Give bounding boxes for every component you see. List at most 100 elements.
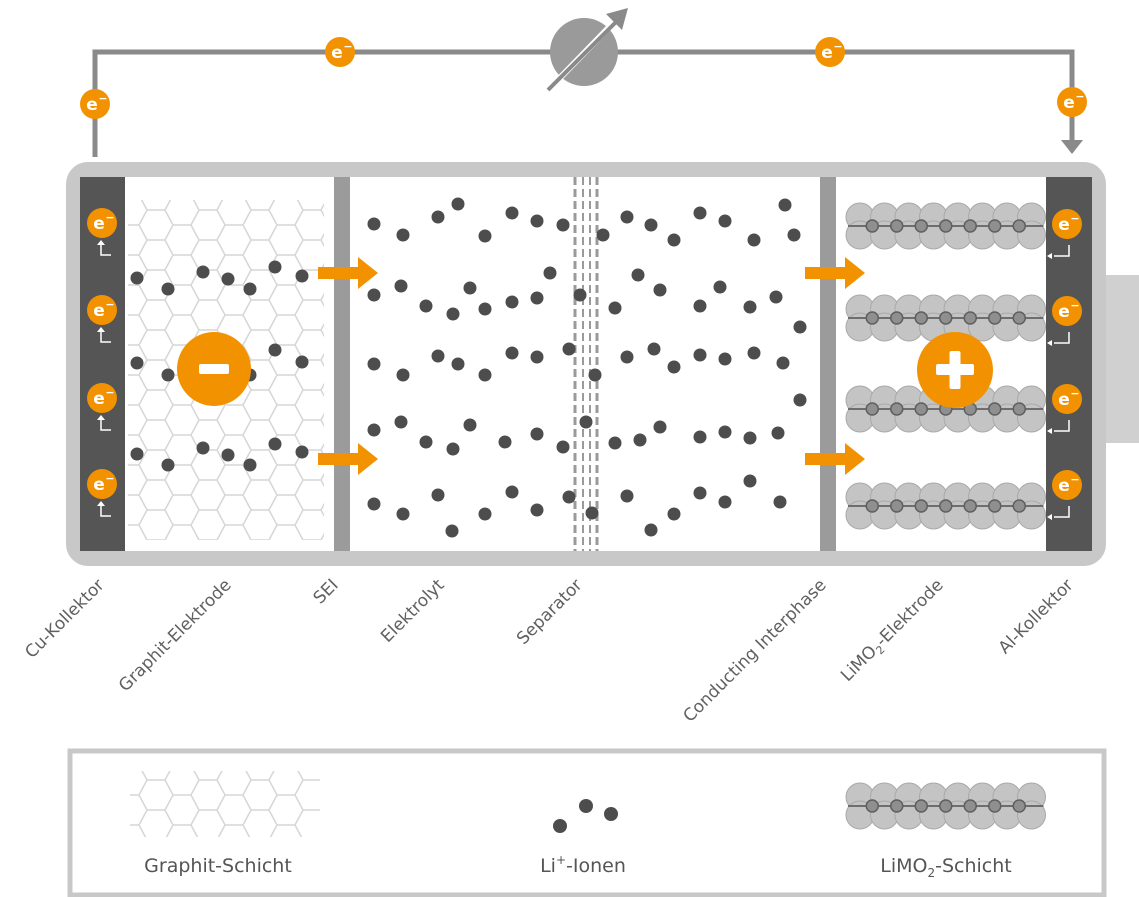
electron-badge-cathode: e− xyxy=(1052,470,1082,500)
li-ion xyxy=(718,495,732,509)
li-ion xyxy=(243,458,257,472)
load-meter-icon xyxy=(546,8,628,92)
li-ion xyxy=(769,290,783,304)
li-ion xyxy=(653,420,667,434)
li-ion xyxy=(773,495,787,509)
arrow-right-icon xyxy=(805,443,865,475)
li-ion xyxy=(394,415,408,429)
li-ion xyxy=(431,349,445,363)
label-cei: Conducting Interphase xyxy=(680,575,831,726)
li-ion xyxy=(573,288,587,302)
electron-symbol: e xyxy=(93,214,105,234)
li-ion xyxy=(394,279,408,293)
li-ion xyxy=(478,229,492,243)
li-ion xyxy=(633,433,647,447)
li-ion xyxy=(431,488,445,502)
electron-badge-cathode: e− xyxy=(1052,384,1082,414)
li-ion xyxy=(478,368,492,382)
li-ion xyxy=(585,506,599,520)
li-ion xyxy=(161,282,175,296)
li-ion xyxy=(747,346,761,360)
li-ion xyxy=(505,485,519,499)
li-ion xyxy=(446,307,460,321)
limo2-layer xyxy=(845,385,1046,433)
electron-symbol: e xyxy=(93,389,105,409)
li-ion xyxy=(478,302,492,316)
legend-graphite-swatch xyxy=(130,771,320,837)
li-ion xyxy=(367,217,381,231)
hook-arrow-icon xyxy=(100,504,111,517)
li-ion xyxy=(530,291,544,305)
electron-badge-circuit-3: e− xyxy=(815,37,845,67)
hook-arrow-icon xyxy=(100,418,111,431)
limo2-layer xyxy=(845,482,1046,530)
electron-charge-symbol: − xyxy=(1070,299,1079,312)
electron-badge-anode: e− xyxy=(87,469,117,499)
hook-arrow-icon xyxy=(100,330,111,343)
li-ion xyxy=(367,497,381,511)
li-ion xyxy=(667,233,681,247)
li-ion xyxy=(419,299,433,313)
limo2-layers xyxy=(845,202,1046,530)
li-ion xyxy=(793,320,807,334)
li-ion xyxy=(608,301,622,315)
electron-symbol: e xyxy=(1058,390,1070,410)
li-ion xyxy=(367,357,381,371)
li-ion xyxy=(588,368,602,382)
li-ion xyxy=(667,360,681,374)
li-ion xyxy=(530,350,544,364)
li-ion xyxy=(295,355,309,369)
li-ion xyxy=(196,441,210,455)
electron-symbol: e xyxy=(1058,302,1070,322)
li-ion xyxy=(498,435,512,449)
li-ion xyxy=(530,427,544,441)
electron-symbol: e xyxy=(1058,215,1070,235)
sei-layer xyxy=(334,177,350,551)
legend-limo2-swatch xyxy=(845,782,1046,830)
ion-flow-arrows xyxy=(318,257,865,475)
li-ion xyxy=(396,368,410,382)
label-separator: Separator xyxy=(513,575,586,648)
li-ion xyxy=(396,507,410,521)
li-ion xyxy=(221,272,235,286)
li-ion xyxy=(693,348,707,362)
electron-badge-anode: e− xyxy=(87,208,117,238)
electron-symbol: e xyxy=(1058,476,1070,496)
li-ion xyxy=(718,214,732,228)
electron-charge-symbol: − xyxy=(105,472,114,485)
electron-charge-symbol: − xyxy=(343,40,352,53)
li-ion xyxy=(161,368,175,382)
li-ion xyxy=(743,474,757,488)
li-ion xyxy=(446,442,460,456)
li-ion xyxy=(396,228,410,242)
li-ion xyxy=(196,265,210,279)
electron-symbol: e xyxy=(331,43,343,63)
li-ion xyxy=(451,357,465,371)
electron-badge-circuit-2: e− xyxy=(325,37,355,67)
li-ion xyxy=(644,523,658,537)
electron-badge-circuit-4: e− xyxy=(1057,87,1087,117)
li-ion xyxy=(713,280,727,294)
li-ion xyxy=(579,415,593,429)
li-ion xyxy=(130,447,144,461)
li-ion xyxy=(367,288,381,302)
li-ion xyxy=(776,356,790,370)
legend-limo2-label: LiMO2-Schicht xyxy=(880,855,1011,880)
li-ion xyxy=(693,299,707,313)
legend-li-ion-swatch xyxy=(553,799,618,833)
li-ion xyxy=(647,342,661,356)
li-ion xyxy=(653,283,667,297)
li-ion xyxy=(556,218,570,232)
li-ion xyxy=(596,228,610,242)
li-ion xyxy=(419,435,433,449)
li-ion xyxy=(631,268,645,282)
cell: e−e−e−e−e−e−e−e− xyxy=(66,162,1139,566)
li-ion xyxy=(505,206,519,220)
electron-badge-anode: e− xyxy=(87,295,117,325)
li-ion xyxy=(718,352,732,366)
li-ion xyxy=(268,343,282,357)
hook-arrow-icon xyxy=(1054,506,1070,518)
legend-graphite-label: Graphit-Schicht xyxy=(144,855,292,877)
li-ion xyxy=(505,295,519,309)
